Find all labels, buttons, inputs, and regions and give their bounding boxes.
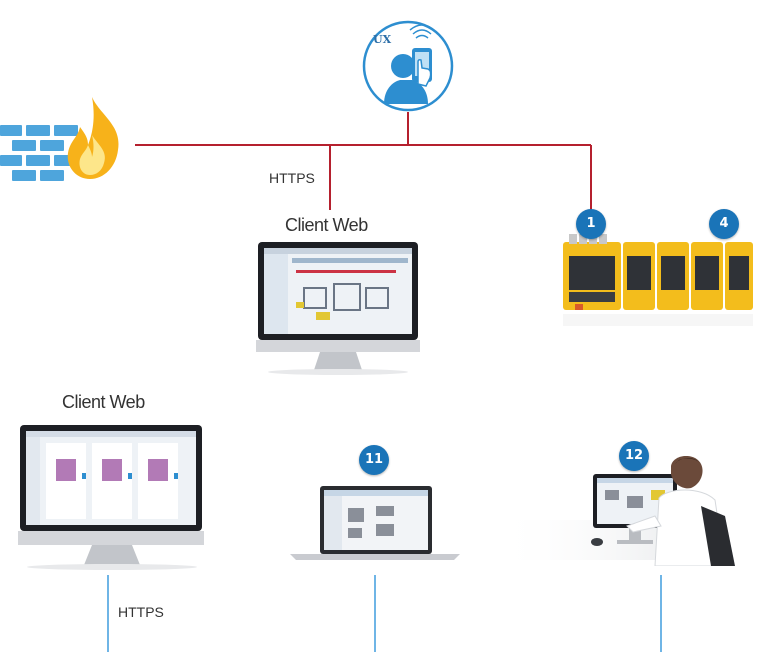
top-network-lines	[135, 112, 592, 210]
firewall-icon	[0, 97, 119, 181]
https-label-bottom: HTTPS	[118, 604, 164, 620]
controller-extension-modules	[623, 242, 753, 310]
badge-laptop: 11	[359, 445, 389, 475]
badge-workstation: 12	[619, 441, 649, 471]
laptop-icon	[290, 486, 460, 560]
https-label-top: HTTPS	[269, 170, 315, 186]
controller-module-icon	[563, 234, 753, 326]
monitor-icon	[18, 425, 204, 570]
badge-controller-last: 4	[709, 209, 739, 239]
person-at-workstation-icon	[495, 456, 735, 566]
ux-label: UX	[373, 33, 392, 46]
bottom-network-lines	[107, 575, 662, 652]
badge-controller-first: 1	[576, 209, 606, 239]
client-web-label-bottom: Client Web	[62, 392, 145, 412]
controller-main-module	[563, 234, 621, 310]
monitor-icon	[256, 242, 420, 375]
client-web-label-top: Client Web	[285, 215, 368, 235]
ux-user-phone-icon	[362, 20, 454, 112]
